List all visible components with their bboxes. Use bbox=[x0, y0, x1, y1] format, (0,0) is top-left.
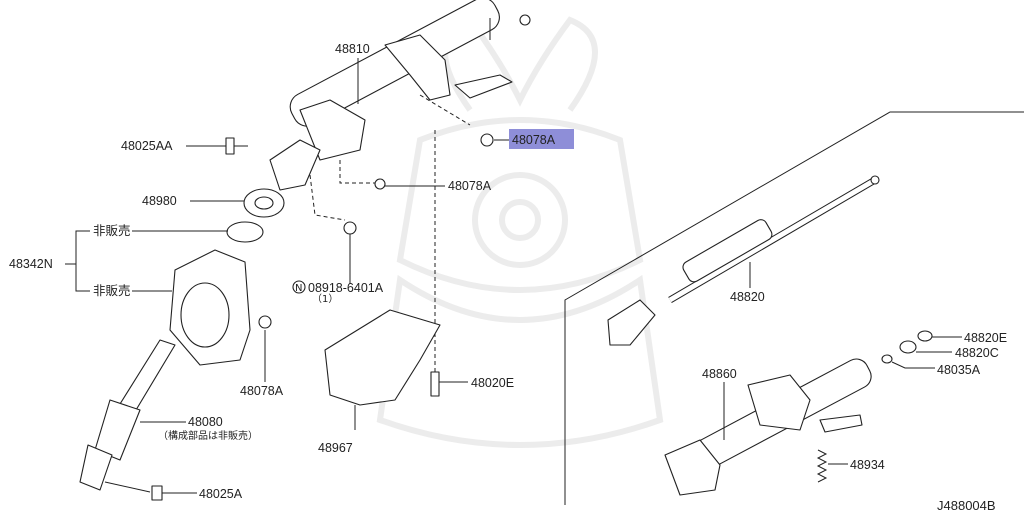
label-48860: 48860 bbox=[702, 367, 737, 381]
nut-48078a-low[interactable] bbox=[258, 315, 272, 329]
circle-n-marker bbox=[292, 280, 306, 294]
label-48820c: 48820C bbox=[955, 346, 999, 360]
bolt-48025a[interactable] bbox=[151, 485, 170, 501]
label-08918-prefix: N bbox=[295, 283, 302, 294]
label-48078a-top: 48078A bbox=[512, 133, 556, 147]
label-48934: 48934 bbox=[850, 458, 885, 472]
label-not-sold-1: 非販売 bbox=[93, 223, 131, 238]
nut-48078a-top[interactable] bbox=[480, 133, 494, 147]
label-08918-qty: （1） bbox=[312, 293, 338, 305]
label-48020e: 48020E bbox=[471, 376, 514, 390]
clamp-ring[interactable] bbox=[226, 221, 264, 243]
seal-48035a[interactable] bbox=[881, 354, 893, 364]
label-48080: 48080 bbox=[188, 415, 223, 429]
column-assy-48860[interactable] bbox=[664, 355, 875, 496]
bolt-48025aa[interactable] bbox=[225, 137, 248, 155]
nut-08918[interactable] bbox=[343, 221, 357, 235]
nut-48078a-mid[interactable] bbox=[374, 178, 386, 190]
label-48080-note: （構成部品は非販売） bbox=[158, 429, 258, 442]
upper-u-joint[interactable] bbox=[269, 139, 321, 191]
reference-code: J488004B bbox=[937, 498, 996, 510]
label-48980: 48980 bbox=[142, 194, 177, 208]
label-48967: 48967 bbox=[318, 441, 353, 455]
label-48025aa: 48025AA bbox=[121, 139, 173, 153]
ring-48820c[interactable] bbox=[899, 340, 917, 354]
spring-48934[interactable] bbox=[816, 449, 828, 483]
label-48820e: 48820E bbox=[964, 331, 1007, 345]
washer-48820e[interactable] bbox=[917, 330, 933, 342]
label-48820: 48820 bbox=[730, 290, 765, 304]
shaft-48820[interactable] bbox=[607, 175, 880, 346]
label-48025a: 48025A bbox=[199, 487, 243, 501]
group-frame bbox=[564, 111, 1024, 505]
label-08918: 08918-6401A bbox=[308, 281, 384, 295]
lower-shaft-48080[interactable] bbox=[79, 339, 176, 491]
label-not-sold-2: 非販売 bbox=[93, 283, 131, 298]
watermark-logo bbox=[376, 16, 664, 448]
clip-48020e[interactable] bbox=[430, 371, 440, 397]
label-48035a: 48035A bbox=[937, 363, 981, 377]
label-48810: 48810 bbox=[335, 42, 370, 56]
upper-column-48810[interactable] bbox=[285, 0, 531, 161]
highlight-box[interactable] bbox=[509, 129, 574, 149]
label-48342n: 48342N bbox=[9, 257, 53, 271]
cover-48967[interactable] bbox=[324, 309, 441, 406]
label-48078a-mid: 48078A bbox=[448, 179, 492, 193]
label-48078a-low: 48078A bbox=[240, 384, 284, 398]
